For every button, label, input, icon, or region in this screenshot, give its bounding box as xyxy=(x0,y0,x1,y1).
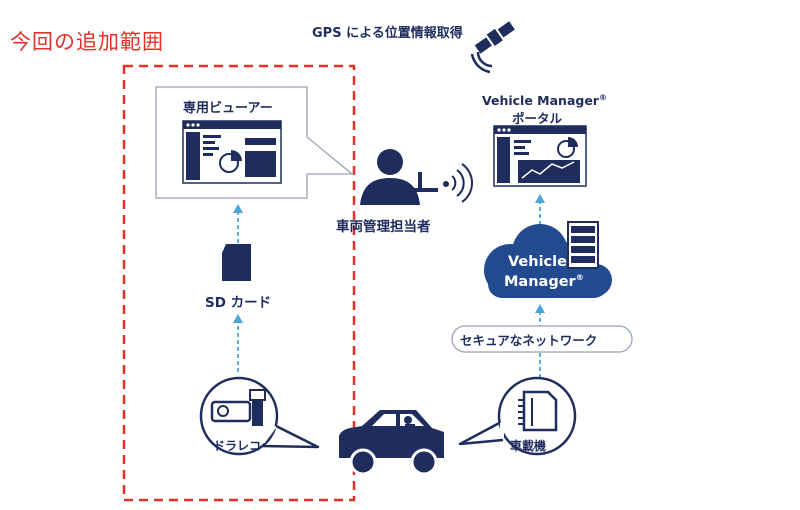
onboard-to-cloud-arrow xyxy=(535,304,545,378)
cloud-label-line1: Vehicle xyxy=(508,254,567,270)
secure-network-pill xyxy=(451,325,633,353)
manager-label: 車両管理担当者 xyxy=(336,219,431,235)
car-icon xyxy=(339,410,444,476)
secure-network-label: セキュアなネットワーク xyxy=(460,333,598,348)
portal-monitor-icon xyxy=(493,125,587,187)
onboard-unit-label: 車載機 xyxy=(510,439,547,453)
wireless-signal-icon xyxy=(443,163,474,203)
portal-label-line2: ポータル xyxy=(512,111,563,126)
onboard-unit-icon xyxy=(518,390,558,432)
gps-label: GPS による位置情報取得 xyxy=(312,26,463,41)
sd-to-viewer-arrow xyxy=(233,204,243,243)
added-scope-title: 今回の追加範囲 xyxy=(10,30,164,54)
portal-label-line1: Vehicle Manager® xyxy=(482,93,607,109)
cloud-shape xyxy=(484,224,612,298)
dashcam-icon xyxy=(210,389,266,426)
cloud-to-portal-arrow xyxy=(535,194,545,232)
sd-card-icon xyxy=(222,244,251,281)
gps-satellite-icon xyxy=(470,21,515,74)
dashcam-to-sd-arrow xyxy=(233,314,243,372)
cloud-label-line2: Manager® xyxy=(504,273,584,290)
dashcam-label: ドラレコ xyxy=(213,439,262,453)
viewer-monitor-icon xyxy=(182,120,282,184)
server-icon xyxy=(567,221,599,269)
manager-person-icon xyxy=(360,149,438,205)
viewer-label: 専用ビューアー xyxy=(183,101,273,116)
sd-card-label: SD カード xyxy=(203,290,274,312)
added-scope-dashed-box xyxy=(122,64,356,502)
